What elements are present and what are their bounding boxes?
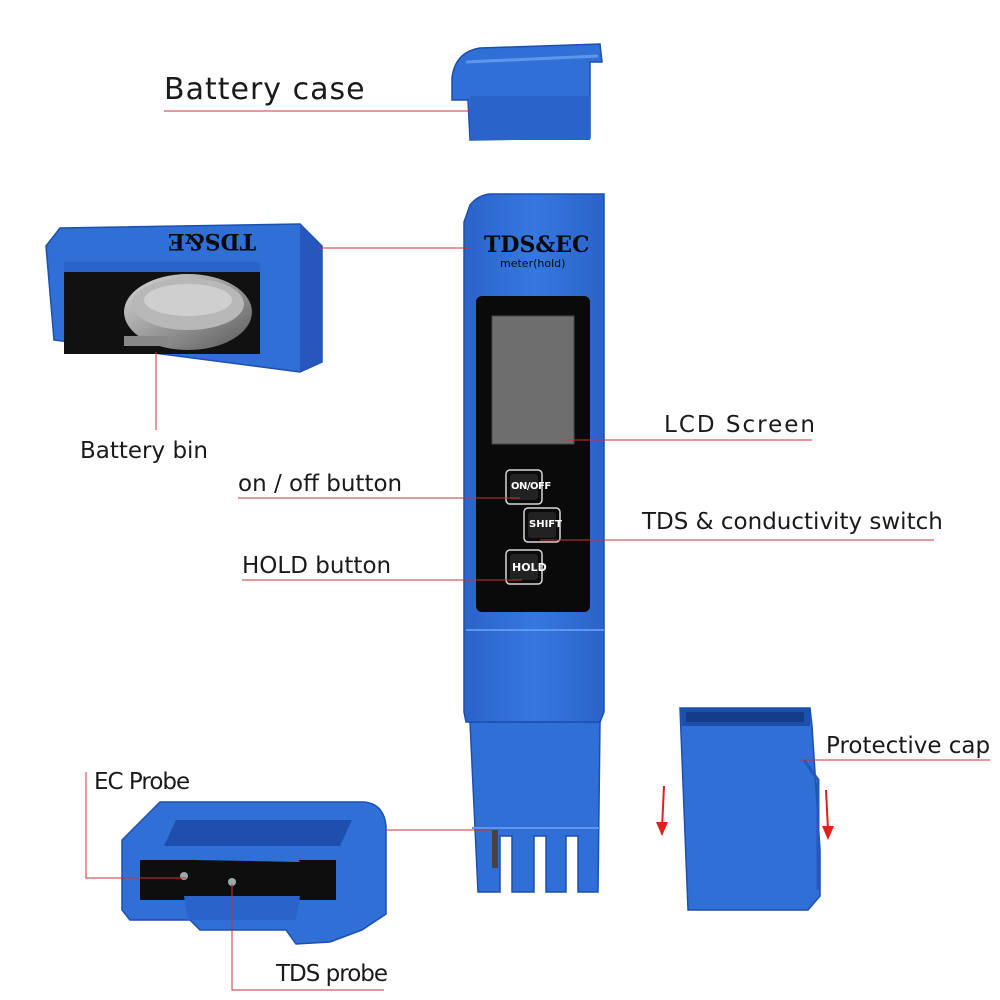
label-tds-probe: TDS probe bbox=[276, 961, 388, 987]
leader-lines bbox=[85, 110, 990, 991]
label-tds-conductivity-switch: TDS & conductivity switch bbox=[642, 509, 943, 535]
label-lcd-screen: LCD Screen bbox=[664, 412, 817, 438]
label-protective-cap: Protective cap bbox=[826, 733, 991, 759]
protective-cap-part bbox=[679, 707, 821, 911]
battery-bin-part bbox=[45, 223, 323, 373]
mirrored-brand-text: TDS&E bbox=[168, 228, 256, 254]
battery-case-part bbox=[451, 43, 603, 141]
label-ec-probe: EC Probe bbox=[94, 769, 190, 795]
hold-button[interactable]: HOLD bbox=[512, 561, 547, 574]
meter-probe-end bbox=[469, 721, 601, 893]
probe-detail-part bbox=[121, 801, 387, 945]
device-model: meter(hold) bbox=[500, 257, 566, 270]
meter-body bbox=[463, 193, 605, 723]
label-hold-button: HOLD button bbox=[242, 553, 392, 579]
device-brand: TDS&EC bbox=[484, 232, 590, 258]
on-off-button[interactable]: ON/OFF bbox=[511, 481, 551, 492]
label-on-off-button: on / off button bbox=[238, 471, 403, 497]
label-battery-case: Battery case bbox=[164, 72, 366, 107]
shift-button[interactable]: SHIFT bbox=[529, 519, 562, 530]
arrow-down-icon bbox=[656, 785, 834, 840]
label-battery-bin: Battery bin bbox=[80, 438, 209, 464]
